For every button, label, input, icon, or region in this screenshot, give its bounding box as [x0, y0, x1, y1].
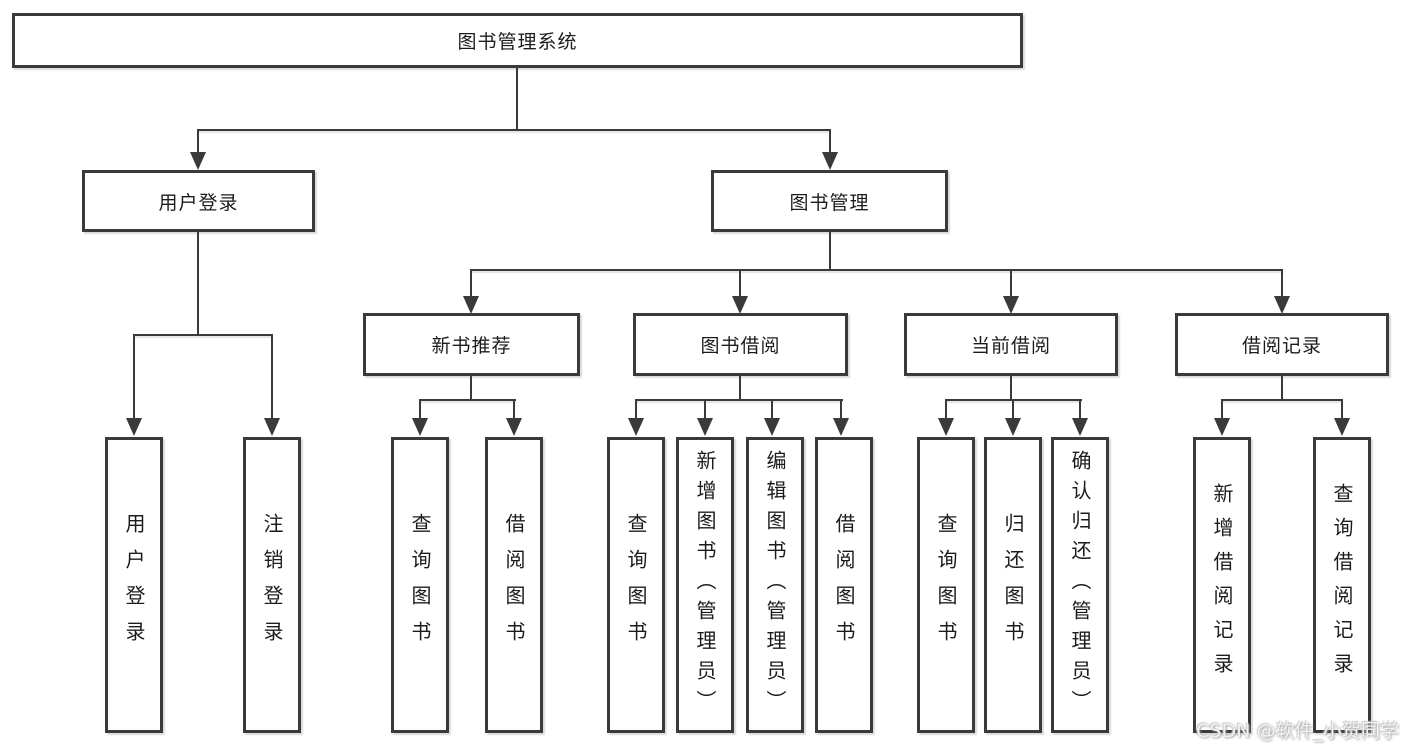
csdn-watermark: CSDN @软件_小贺同学 — [1196, 720, 1399, 742]
leaf-query-books-1-label: 查询图书 — [408, 513, 432, 657]
leaf-borrow-books-1-label: 借阅图书 — [502, 513, 526, 657]
leaf-query-borrow-record-label: 查询借阅记录 — [1330, 483, 1354, 687]
arrow-g4-leaf1 — [1214, 400, 1230, 436]
arrow-g3-leaf2 — [1005, 400, 1021, 436]
leaf-logout: 注销登录 — [243, 437, 301, 733]
leaf-return-book: 归还图书 — [984, 437, 1042, 733]
edge-borrow-record-stem — [1281, 376, 1283, 400]
leaf-add-book-admin: 新增图书（管理员） — [676, 437, 734, 733]
leaf-query-borrow-record: 查询借阅记录 — [1313, 437, 1371, 733]
edge-book-borrow-stem — [739, 376, 741, 400]
node-new-book-recommend: 新书推荐 — [363, 313, 580, 376]
arrow-g2-leaf3 — [764, 400, 780, 436]
leaf-return-book-label: 归还图书 — [1001, 513, 1025, 657]
arrow-g2-leaf1 — [628, 400, 644, 436]
arrow-g4-leaf2 — [1334, 400, 1350, 436]
edge-current-borrow-stem — [1010, 376, 1012, 400]
edge-new-book-rail — [419, 399, 516, 401]
edge-user-login-stem — [197, 232, 199, 335]
leaf-borrow-books-2: 借阅图书 — [815, 437, 873, 733]
leaf-add-borrow-record-label: 新增借阅记录 — [1210, 483, 1234, 687]
edge-book-management-rail — [470, 269, 1283, 271]
node-book-borrow: 图书借阅 — [633, 313, 848, 376]
leaf-borrow-books-2-label: 借阅图书 — [832, 513, 856, 657]
arrow-to-leaf-logout — [264, 335, 280, 436]
edge-borrow-record-rail — [1221, 399, 1343, 401]
node-library-system: 图书管理系统 — [12, 13, 1023, 68]
leaf-query-books-3: 查询图书 — [917, 437, 975, 733]
node-user-login: 用户登录 — [82, 170, 315, 232]
leaf-confirm-return-admin: 确认归还（管理员） — [1051, 437, 1109, 733]
leaf-user-login: 用户登录 — [105, 437, 163, 733]
edge-book-borrow-rail — [635, 399, 843, 401]
arrow-to-book-borrow — [732, 270, 748, 314]
arrow-to-leaf-user-login — [126, 335, 142, 436]
node-borrow-record: 借阅记录 — [1175, 313, 1389, 376]
leaf-add-book-admin-label: 新增图书（管理员） — [693, 450, 717, 720]
leaf-query-books-2-label: 查询图书 — [624, 513, 648, 657]
leaf-borrow-books-1: 借阅图书 — [485, 437, 543, 733]
leaf-logout-label: 注销登录 — [260, 513, 284, 657]
leaf-query-books-2: 查询图书 — [607, 437, 665, 733]
arrow-g3-leaf1 — [938, 400, 954, 436]
node-book-management: 图书管理 — [711, 170, 948, 232]
arrow-g3-leaf3 — [1072, 400, 1088, 436]
leaf-edit-book-admin-label: 编辑图书（管理员） — [763, 450, 787, 720]
leaf-confirm-return-admin-label: 确认归还（管理员） — [1068, 450, 1092, 720]
edge-book-management-stem — [829, 232, 831, 270]
leaf-query-books-3-label: 查询图书 — [934, 513, 958, 657]
arrow-g2-leaf4 — [833, 400, 849, 436]
node-current-borrow: 当前借阅 — [904, 313, 1118, 376]
leaf-edit-book-admin: 编辑图书（管理员） — [746, 437, 804, 733]
arrow-to-new-book — [463, 270, 479, 314]
edge-new-book-stem — [470, 376, 472, 400]
arrow-to-user-login — [190, 130, 206, 170]
arrow-to-current-borrow — [1003, 270, 1019, 314]
leaf-add-borrow-record: 新增借阅记录 — [1193, 437, 1251, 733]
leaf-user-login-label: 用户登录 — [122, 513, 146, 657]
edge-user-login-rail — [133, 334, 273, 336]
edge-root-stem — [516, 68, 518, 130]
arrow-to-book-management — [822, 130, 838, 170]
edge-root-rail — [197, 129, 831, 131]
leaf-query-books-1: 查询图书 — [391, 437, 449, 733]
arrow-g1-leaf1 — [412, 400, 428, 436]
arrow-g1-leaf2 — [506, 400, 522, 436]
arrow-to-borrow-record — [1274, 270, 1290, 314]
arrow-g2-leaf2 — [697, 400, 713, 436]
